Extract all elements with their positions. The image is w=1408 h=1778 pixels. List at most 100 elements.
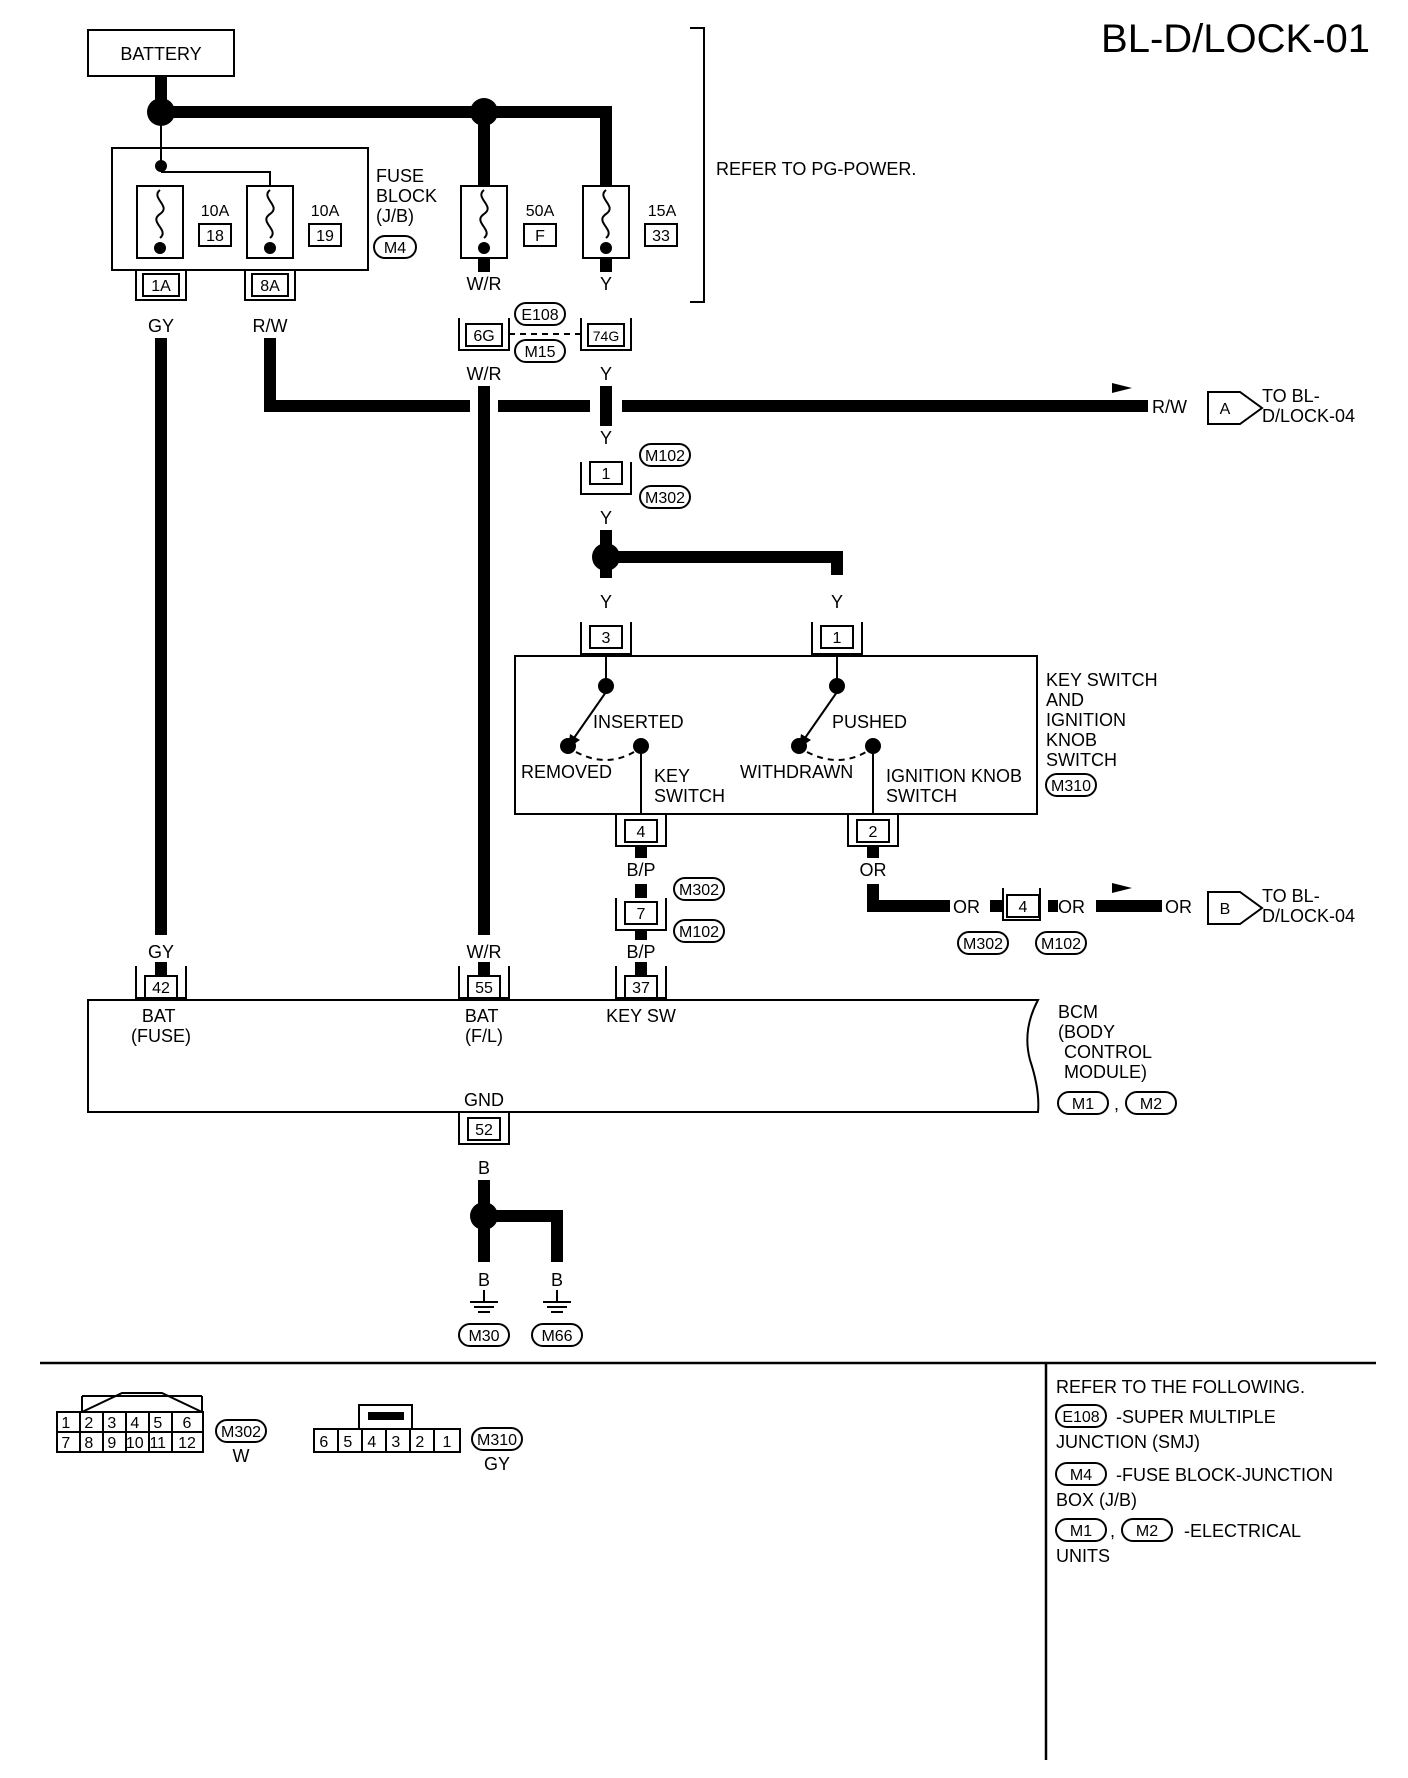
ground-m66: M66	[531, 1290, 583, 1347]
bcm-key-sw: KEY SW	[606, 1006, 676, 1026]
svg-text:OR: OR	[860, 860, 887, 880]
svg-text:M302: M302	[963, 936, 1003, 953]
wire-y-branch	[606, 551, 843, 575]
svg-text:Y: Y	[600, 428, 612, 448]
terminal-8a: 8A	[244, 270, 296, 301]
svg-text:W/R: W/R	[467, 364, 502, 384]
svg-text:,: ,	[1114, 1094, 1119, 1114]
svg-text:M1: M1	[1070, 1523, 1092, 1540]
svg-text:7: 7	[637, 906, 646, 923]
svg-text:B: B	[478, 1270, 490, 1290]
refer-following-legend: REFER TO THE FOLLOWING. E108 -SUPER MULT…	[1055, 1377, 1333, 1566]
svg-text:3: 3	[602, 630, 611, 647]
svg-text:GY: GY	[484, 1454, 510, 1474]
svg-text:M2: M2	[1136, 1523, 1158, 1540]
svg-text:15A: 15A	[648, 203, 677, 220]
key-switch-unit	[514, 655, 1038, 815]
svg-text:E108: E108	[521, 307, 558, 324]
terminal-1a: 1A	[135, 270, 187, 301]
bcm-connector-m2: M2	[1140, 1096, 1162, 1113]
bcm-name: BCM (BODY CONTROL MODULE)	[1058, 1002, 1156, 1082]
svg-text:6 5 4 3: 6 5 4 3 2 1	[319, 1434, 451, 1451]
fuse-18: 10A 18	[136, 185, 232, 259]
svg-text:W/R: W/R	[467, 942, 502, 962]
fuse-19: 10A 19	[246, 185, 342, 259]
svg-text:D/LOCK-04: D/LOCK-04	[1262, 406, 1355, 426]
bcm-bat-fl: BAT (F/L)	[465, 1006, 503, 1046]
label-key-switch: KEY SWITCH	[654, 766, 725, 806]
svg-text:Y: Y	[600, 508, 612, 528]
bcm-unit	[87, 999, 1040, 1113]
svg-text:A: A	[1220, 401, 1231, 418]
svg-text:M66: M66	[541, 1328, 572, 1345]
bcm-connector-m1: M1	[1072, 1096, 1094, 1113]
label-inserted: INSERTED	[593, 712, 684, 732]
smj-6g: 6G	[458, 318, 510, 351]
refer-power-text: REFER TO PG-POWER.	[716, 159, 916, 179]
connector-view-m302: 1 2 3 4 5 6 7 8 9 10 11 12 M302 W	[56, 1392, 267, 1466]
svg-text:Y: Y	[600, 274, 612, 294]
refer-bracket	[690, 27, 705, 303]
svg-text:42: 42	[152, 980, 170, 997]
smj-74g: 74G	[580, 318, 632, 351]
svg-text:74G: 74G	[593, 328, 619, 344]
key-switch-name: KEY SWITCH AND IGNITION KNOB SWITCH	[1046, 670, 1163, 770]
svg-text:M102: M102	[1041, 936, 1081, 953]
svg-text:JUNCTION (SMJ): JUNCTION (SMJ)	[1056, 1432, 1200, 1452]
svg-text:M310: M310	[477, 1432, 517, 1449]
svg-text:4: 4	[1019, 899, 1028, 916]
svg-text:BOX (J/B): BOX (J/B)	[1056, 1490, 1137, 1510]
svg-text:B: B	[1220, 901, 1231, 918]
svg-text:-FUSE BLOCK-JUNCTION: -FUSE BLOCK-JUNCTION	[1116, 1465, 1333, 1485]
ks-pin-4: 4	[615, 814, 667, 847]
fuse-33: 15A 33	[582, 185, 678, 259]
svg-text:Y: Y	[600, 592, 612, 612]
svg-text:-SUPER MULTIPLE: -SUPER MULTIPLE	[1116, 1407, 1276, 1427]
svg-text:M302: M302	[645, 490, 685, 507]
svg-text:50A: 50A	[526, 203, 555, 220]
ks-pin-1: 1	[811, 622, 863, 655]
bcm-pin-42: 42	[135, 966, 187, 999]
svg-text:B: B	[551, 1270, 563, 1290]
svg-text:33: 33	[652, 228, 670, 245]
svg-text:OR: OR	[1058, 897, 1085, 917]
label-pushed: PUSHED	[832, 712, 907, 732]
ks-pin-3: 3	[580, 622, 632, 655]
connector-view-m310: 6 5 4 3 2 1 M310 GY	[313, 1404, 523, 1474]
svg-text:REFER TO THE FOLLOWING.: REFER TO THE FOLLOWING.	[1056, 1377, 1305, 1397]
wire-rw	[264, 338, 470, 412]
svg-text:M15: M15	[524, 344, 555, 361]
svg-text:10A: 10A	[201, 203, 230, 220]
svg-text:B: B	[478, 1158, 490, 1178]
offpage-connector-a: A TO BL- D/LOCK-04	[1207, 386, 1355, 426]
svg-text:M4: M4	[1070, 1467, 1092, 1484]
svg-text:B/P: B/P	[626, 860, 655, 880]
svg-text:E108: E108	[1062, 1409, 1099, 1426]
svg-text:W: W	[233, 1446, 250, 1466]
bcm-bat-fuse: BAT (FUSE)	[131, 1006, 191, 1046]
svg-text:R/W: R/W	[1152, 397, 1187, 417]
svg-text:-ELECTRICAL: -ELECTRICAL	[1184, 1521, 1301, 1541]
ground-m30: M30	[458, 1290, 510, 1347]
svg-text:55: 55	[475, 980, 493, 997]
svg-text:M102: M102	[645, 448, 685, 465]
power-bus	[147, 76, 612, 185]
svg-text:18: 18	[206, 228, 224, 245]
joint-connector-1: 1 M102 M302	[580, 443, 691, 509]
offpage-connector-b: B TO BL- D/LOCK-04	[1207, 886, 1355, 926]
svg-text:D/LOCK-04: D/LOCK-04	[1262, 906, 1355, 926]
svg-text:UNITS: UNITS	[1056, 1546, 1110, 1566]
svg-text:8A: 8A	[260, 278, 280, 295]
svg-text:Y: Y	[600, 364, 612, 384]
svg-text:M302: M302	[679, 882, 719, 899]
fuse-block-connector-id: M4	[384, 240, 406, 257]
bcm-pin-37: 37	[615, 966, 667, 999]
svg-text:1 2 3 4: 1 2 3 4 5 6	[61, 1415, 191, 1432]
svg-text:19: 19	[316, 228, 334, 245]
joint-connector-7: 7 M302 M102	[615, 877, 725, 943]
bcm-pin-55: 55	[458, 966, 510, 999]
svg-text:GY: GY	[148, 942, 174, 962]
svg-text:7 8 9 10: 7 8 9 10 11 12	[61, 1435, 196, 1452]
fuse-block-name: FUSE BLOCK (J/B)	[376, 166, 442, 226]
